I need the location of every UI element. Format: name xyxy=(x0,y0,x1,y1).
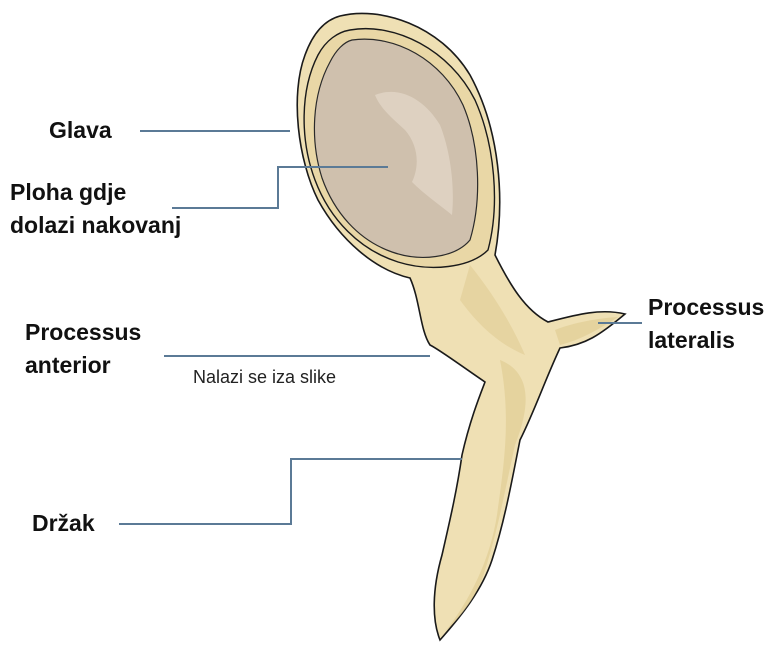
label-anterior-line2: anterior xyxy=(25,349,141,382)
label-ploha-line1: Ploha gdje xyxy=(10,176,181,209)
leader-drzak xyxy=(119,459,462,524)
label-drzak: Držak xyxy=(32,507,95,540)
label-lateralis-line1: Processus xyxy=(648,291,764,324)
label-anterior-note-text: Nalazi se iza slike xyxy=(193,367,336,387)
label-glava-text: Glava xyxy=(49,114,112,147)
label-processus-lateralis: Processus lateralis xyxy=(648,291,764,357)
label-anterior-line1: Processus xyxy=(25,316,141,349)
label-ploha: Ploha gdje dolazi nakovanj xyxy=(10,176,181,242)
label-anterior-note: Nalazi se iza slike xyxy=(193,367,336,388)
label-ploha-line2: dolazi nakovanj xyxy=(10,209,181,242)
label-processus-anterior: Processus anterior xyxy=(25,316,141,382)
label-lateralis-line2: lateralis xyxy=(648,324,764,357)
label-drzak-text: Držak xyxy=(32,507,95,540)
label-glava: Glava xyxy=(49,114,112,147)
